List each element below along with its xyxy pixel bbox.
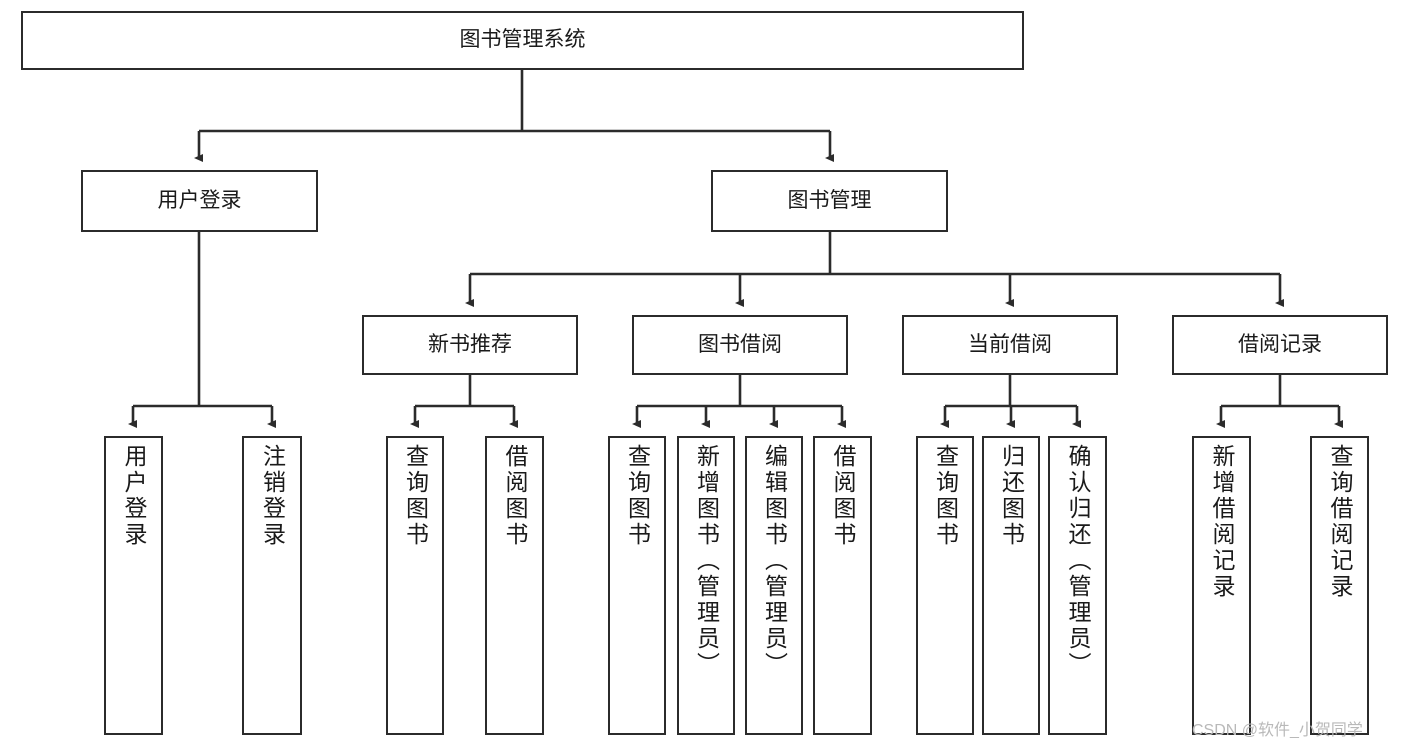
- leaf-borrow-book-label: 借阅图书: [830, 444, 856, 548]
- leaf-query-book-borrow-label: 查询图书: [624, 444, 651, 548]
- node-user-login-label: 用户登录: [157, 188, 242, 212]
- leaf-edit-book-admin[interactable]: 编辑图书（管理员）: [745, 436, 803, 735]
- leaf-return-book-label: 归还图书: [998, 444, 1025, 548]
- node-new-book-recommend[interactable]: 新书推荐: [362, 315, 578, 375]
- leaf-borrow-book[interactable]: 借阅图书: [813, 436, 872, 735]
- node-borrow-record[interactable]: 借阅记录: [1172, 315, 1388, 375]
- node-book-borrow-label: 图书借阅: [698, 332, 782, 356]
- leaf-user-login[interactable]: 用户登录: [104, 436, 163, 735]
- node-root-label: 图书管理系统: [459, 28, 586, 52]
- leaf-confirm-return-admin[interactable]: 确认归还（管理员）: [1048, 436, 1107, 735]
- leaf-query-book-borrow[interactable]: 查询图书: [608, 436, 666, 735]
- leaf-query-borrow-record[interactable]: 查询借阅记录: [1310, 436, 1369, 735]
- node-root[interactable]: 图书管理系统: [21, 11, 1024, 70]
- leaf-add-borrow-record[interactable]: 新增借阅记录: [1192, 436, 1251, 735]
- leaf-query-book-recommend[interactable]: 查询图书: [386, 436, 444, 735]
- node-borrow-record-label: 借阅记录: [1238, 332, 1322, 356]
- node-book-borrow[interactable]: 图书借阅: [632, 315, 848, 375]
- node-current-borrow[interactable]: 当前借阅: [902, 315, 1118, 375]
- node-user-login[interactable]: 用户登录: [81, 170, 318, 232]
- leaf-query-borrow-record-label: 查询借阅记录: [1327, 444, 1353, 600]
- leaf-query-book-current-label: 查询图书: [932, 444, 959, 548]
- node-new-book-recommend-label: 新书推荐: [428, 332, 512, 356]
- leaf-return-book[interactable]: 归还图书: [982, 436, 1040, 735]
- leaf-logout-label: 注销登录: [259, 444, 286, 548]
- node-book-management-label: 图书管理: [787, 188, 872, 212]
- leaf-query-book-recommend-label: 查询图书: [402, 444, 429, 548]
- leaf-add-borrow-record-label: 新增借阅记录: [1209, 444, 1235, 600]
- leaf-add-book-admin[interactable]: 新增图书（管理员）: [677, 436, 735, 735]
- leaf-query-book-current[interactable]: 查询图书: [916, 436, 974, 735]
- leaf-borrow-book-recommend[interactable]: 借阅图书: [485, 436, 544, 735]
- node-current-borrow-label: 当前借阅: [968, 332, 1052, 356]
- leaf-user-login-label: 用户登录: [121, 444, 147, 548]
- leaf-add-book-admin-label: 新增图书（管理员）: [693, 444, 720, 678]
- watermark: CSDN @软件_小贺同学: [1192, 722, 1363, 739]
- leaf-logout[interactable]: 注销登录: [242, 436, 302, 735]
- node-book-management[interactable]: 图书管理: [711, 170, 948, 232]
- leaf-edit-book-admin-label: 编辑图书（管理员）: [761, 444, 788, 678]
- leaf-borrow-book-recommend-label: 借阅图书: [502, 444, 528, 548]
- leaf-confirm-return-admin-label: 确认归还（管理员）: [1065, 444, 1091, 678]
